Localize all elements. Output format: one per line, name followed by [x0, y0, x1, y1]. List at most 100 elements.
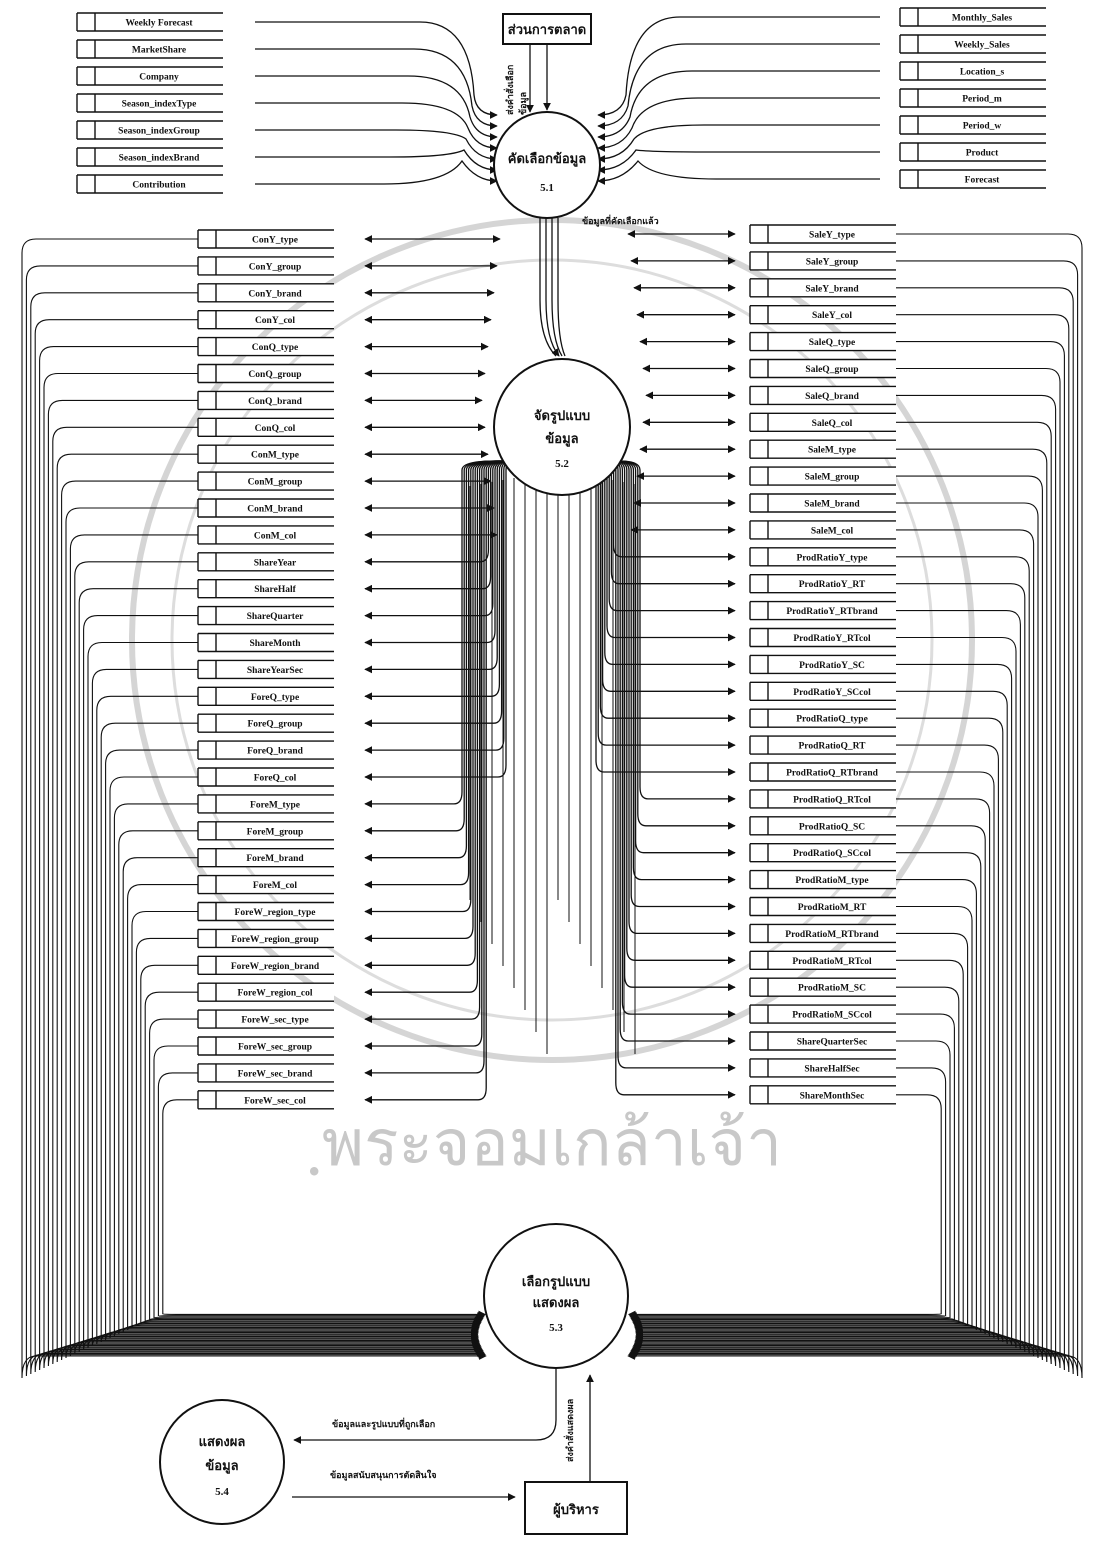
flow-label-data-and-format: ข้อมูลและรูปแบบที่ถูกเลือก [332, 1417, 435, 1430]
flow-label-display-request: ส่งคำสั่งแสดงผล [563, 1399, 576, 1462]
data-store-shareyearsec: ShareYearSec [198, 660, 334, 678]
data-store-sharehalf: ShareHalf [198, 580, 334, 598]
data-store-label: ProdRatioY_type [796, 553, 867, 563]
data-store-sharehalfsec: ShareHalfSec [750, 1059, 896, 1077]
data-store-marketshare: MarketShare [77, 40, 223, 58]
data-store-label: SaleQ_col [812, 419, 853, 429]
data-store-label: SaleM_col [811, 526, 854, 536]
data-store-prodratioq-rtcol: ProdRatioQ_RTcol [750, 790, 896, 808]
data-store-saleq-brand: SaleQ_brand [750, 386, 896, 404]
process-5-4: แสดงผล ข้อมูล 5.4 [160, 1400, 284, 1524]
data-store-label: ProdRatioM_SC [798, 984, 866, 994]
data-store-label: ProdRatioY_SC [799, 661, 865, 671]
flow-label-select-request-2: ข้อมูล [518, 92, 529, 115]
data-store-label: ProdRatioM_RTbrand [785, 930, 879, 940]
data-store-forem-col: ForeM_col [198, 876, 334, 894]
process-5-3-line2: แสดงผล [533, 1296, 580, 1311]
data-store-conq-group: ConQ_group [198, 365, 334, 383]
data-store-label: Forecast [965, 176, 1000, 186]
data-store-prodratioq-type: ProdRatioQ_type [750, 709, 896, 727]
data-store-label: ForeW_sec_col [244, 1096, 306, 1106]
data-store-label: ProdRatioQ_RTbrand [786, 769, 879, 779]
process-5-4-line2: ข้อมูล [205, 1458, 238, 1474]
data-store-period-w: Period_w [900, 116, 1046, 134]
data-store-cony-type: ConY_type [198, 230, 334, 248]
data-store-forew-region-brand: ForeW_region_brand [198, 956, 334, 974]
data-store-prodratiom-rt: ProdRatioM_RT [750, 898, 896, 916]
data-store-saleq-type: SaleQ_type [750, 333, 896, 351]
data-store-label: ProdRatioY_SCcol [793, 688, 871, 698]
data-store-label: ForeW_region_brand [231, 962, 320, 972]
data-store-salem-type: SaleM_type [750, 440, 896, 458]
data-store-foreq-brand: ForeQ_brand [198, 741, 334, 759]
data-store-label: ProdRatioM_RT [798, 903, 867, 913]
process-5-2-name: จัดรูปแบบ [534, 409, 590, 424]
data-store-label: ForeW_sec_group [238, 1043, 312, 1053]
data-store-label: Weekly Forecast [125, 19, 193, 29]
data-store-forew-region-col: ForeW_region_col [198, 983, 334, 1001]
data-store-prodratiom-rtcol: ProdRatioM_RTcol [750, 951, 896, 969]
data-store-prodratioy-type: ProdRatioY_type [750, 548, 896, 566]
data-store-conm-col: ConM_col [198, 526, 334, 544]
data-store-label: ProdRatioQ_RT [798, 742, 866, 752]
data-store-label: ConM_col [254, 531, 297, 541]
data-store-label: SaleQ_type [809, 338, 855, 348]
data-store-forecast: Forecast [900, 170, 1046, 188]
process-5-1-name: คัดเลือกข้อมูล [508, 151, 586, 167]
data-store-label: SaleQ_group [805, 365, 858, 375]
data-store-prodratioy-rtbrand: ProdRatioY_RTbrand [750, 602, 896, 620]
data-store-label: ForeW_region_type [235, 908, 316, 918]
data-store-sharemonth: ShareMonth [198, 634, 334, 652]
data-store-prodratiom-rtbrand: ProdRatioM_RTbrand [750, 924, 896, 942]
data-store-label: ConQ_type [252, 343, 298, 353]
data-store-label: ProdRatioQ_type [796, 715, 868, 725]
data-store-saley-col: SaleY_col [750, 306, 896, 324]
data-store-label: ShareQuarter [247, 612, 305, 622]
data-store-label: ShareMonthSec [800, 1091, 865, 1101]
data-store-label: ProdRatioY_RTbrand [786, 607, 878, 617]
data-store-label: ConY_type [252, 236, 298, 246]
data-store-label: ConY_group [249, 262, 302, 272]
data-store-company: Company [77, 67, 223, 85]
data-store-label: Product [966, 149, 999, 159]
data-store-prodratiom-sc: ProdRatioM_SC [750, 978, 896, 996]
data-store-label: ForeM_group [247, 827, 304, 837]
data-store-conq-brand: ConQ_brand [198, 391, 334, 409]
data-store-label: Company [139, 73, 179, 83]
data-store-label: SaleY_type [809, 231, 855, 241]
data-store-label: ProdRatioM_SCcol [792, 1011, 872, 1021]
data-store-label: ConQ_group [248, 370, 301, 380]
data-store-label: ProdRatioY_RTcol [793, 634, 871, 644]
process-5-2: จัดรูปแบบ ข้อมูล 5.2 [494, 359, 630, 495]
data-store-label: ProdRatioM_type [795, 876, 868, 886]
data-store-cony-group: ConY_group [198, 257, 334, 275]
data-store-forew-region-group: ForeW_region_group [198, 929, 334, 947]
entity-marketing-label: ส่วนการตลาด [508, 23, 586, 38]
data-store-label: SaleQ_brand [805, 392, 860, 402]
entity-marketing: ส่วนการตลาด [503, 14, 591, 44]
data-store-label: SaleM_group [805, 473, 860, 483]
data-store-prodratiom-type: ProdRatioM_type [750, 871, 896, 889]
data-store-sharequartersec: ShareQuarterSec [750, 1032, 896, 1050]
process-5-2-line2: ข้อมูล [545, 431, 578, 447]
data-store-conm-brand: ConM_brand [198, 499, 334, 517]
data-store-label: ConY_brand [248, 289, 302, 299]
data-store-prodratioy-rtcol: ProdRatioY_RTcol [750, 629, 896, 647]
data-store-forem-group: ForeM_group [198, 822, 334, 840]
data-store-label: ForeQ_group [247, 720, 302, 730]
data-store-foreq-group: ForeQ_group [198, 714, 334, 732]
data-store-label: ConQ_col [255, 424, 296, 434]
process-5-3: เลือกรูปแบบ แสดงผล 5.3 [484, 1224, 628, 1368]
data-store-sharemonthsec: ShareMonthSec [750, 1086, 896, 1104]
data-store-label: Weekly_Sales [954, 41, 1010, 51]
process-5-3-number: 5.3 [549, 1322, 563, 1334]
data-store-weekly-forecast: Weekly Forecast [77, 13, 223, 31]
data-store-label: ConM_brand [247, 505, 303, 515]
data-store-label: ForeW_region_col [237, 989, 312, 999]
data-store-label: ProdRatioQ_SC [799, 822, 865, 832]
data-store-foreq-col: ForeQ_col [198, 768, 334, 786]
data-store-prodratioq-sccol: ProdRatioQ_SCcol [750, 844, 896, 862]
entity-executive-label: ผู้บริหาร [553, 1502, 599, 1518]
process-5-1-number: 5.1 [540, 182, 554, 194]
